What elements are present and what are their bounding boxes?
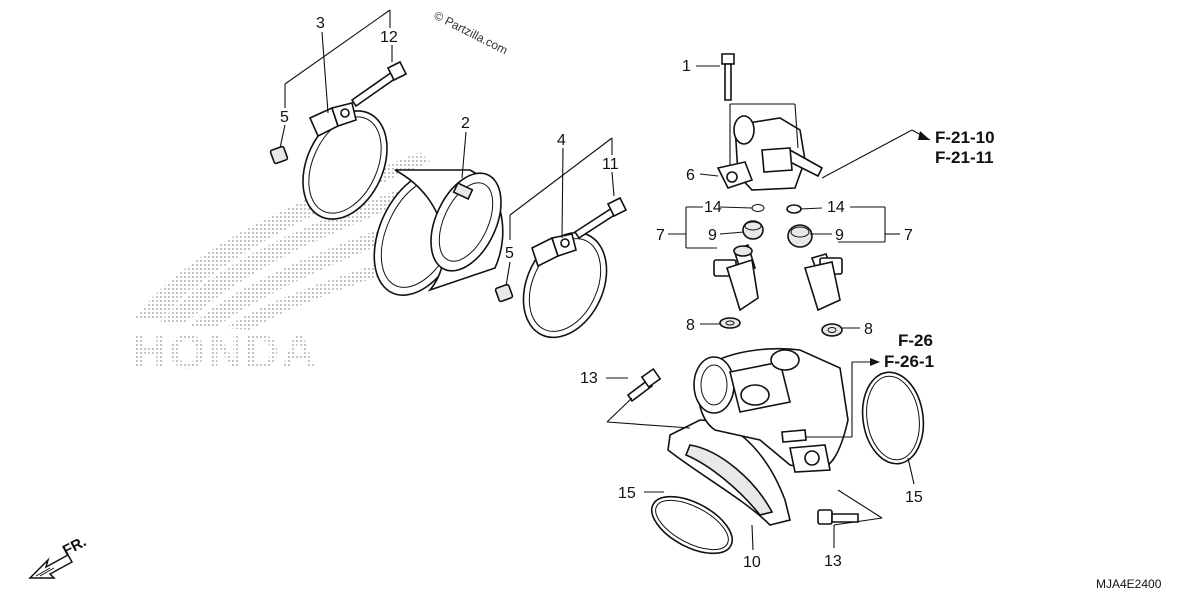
nut-part-5-left [269,145,289,165]
callout-5-left: 5 [280,109,289,126]
callout-6: 6 [686,167,695,184]
oring-part-14-right [786,204,802,214]
seal-part-8-left [719,317,741,329]
callout-8-left: 8 [686,317,695,334]
callout-4: 4 [557,132,566,149]
callout-7-right: 7 [904,227,913,244]
oring-part-14-left [751,204,765,212]
throttle-body-part-10 [667,347,849,526]
callout-11: 11 [602,156,619,173]
callout-13-upper: 13 [580,370,598,387]
callout-2: 2 [461,115,470,132]
bolt-part-13-upper [626,367,662,403]
seal-part-8-right [821,323,843,337]
callout-1: 1 [682,58,691,75]
callout-15-left: 15 [618,485,636,502]
callout-10: 10 [743,554,761,571]
injector-part-7-right [803,253,843,312]
callout-5-right: 5 [505,245,514,262]
callout-14-right: 14 [827,199,845,216]
seal-ring-part-9-right [787,224,813,248]
clamp-part-3 [302,102,388,220]
callout-14-left: 14 [704,199,722,216]
front-direction-arrow [28,553,74,579]
bolt-part-12 [350,60,408,108]
bolt-part-1 [721,53,735,101]
insulator-joint-part-2 [373,169,504,296]
injector-holder-part-6 [716,115,824,191]
callout-9-left: 9 [708,227,717,244]
callout-12: 12 [380,29,398,46]
callout-8-right: 8 [864,321,873,338]
leader-lines [279,9,931,551]
reference-f-26-1: F-26-1 [884,352,934,371]
oring-part-15-right [861,371,925,465]
callout-9-right: 9 [835,227,844,244]
copyright-text: © Partzilla.com [432,8,510,57]
honda-wordmark-watermark: HONDA [132,326,318,379]
nut-part-5-right [494,283,514,303]
callout-7-left: 7 [656,227,665,244]
bolt-part-11 [573,196,628,240]
reference-f-21-10: F-21-10 [935,128,995,147]
front-arrow-label: FR. [60,533,89,559]
injector-part-7-left [713,243,759,312]
diagram-code: MJA4E2400 [1096,577,1162,591]
clamp-part-4 [522,231,608,339]
reference-f-26: F-26 [898,331,933,350]
callout-3: 3 [316,15,325,32]
reference-f-21-11: F-21-11 [935,148,994,167]
callout-13-lower: 13 [824,553,842,570]
bolt-part-13-lower [817,509,859,525]
oring-part-15-left [651,495,733,555]
callout-15-right: 15 [905,489,923,506]
seal-ring-part-9-left [742,220,764,240]
